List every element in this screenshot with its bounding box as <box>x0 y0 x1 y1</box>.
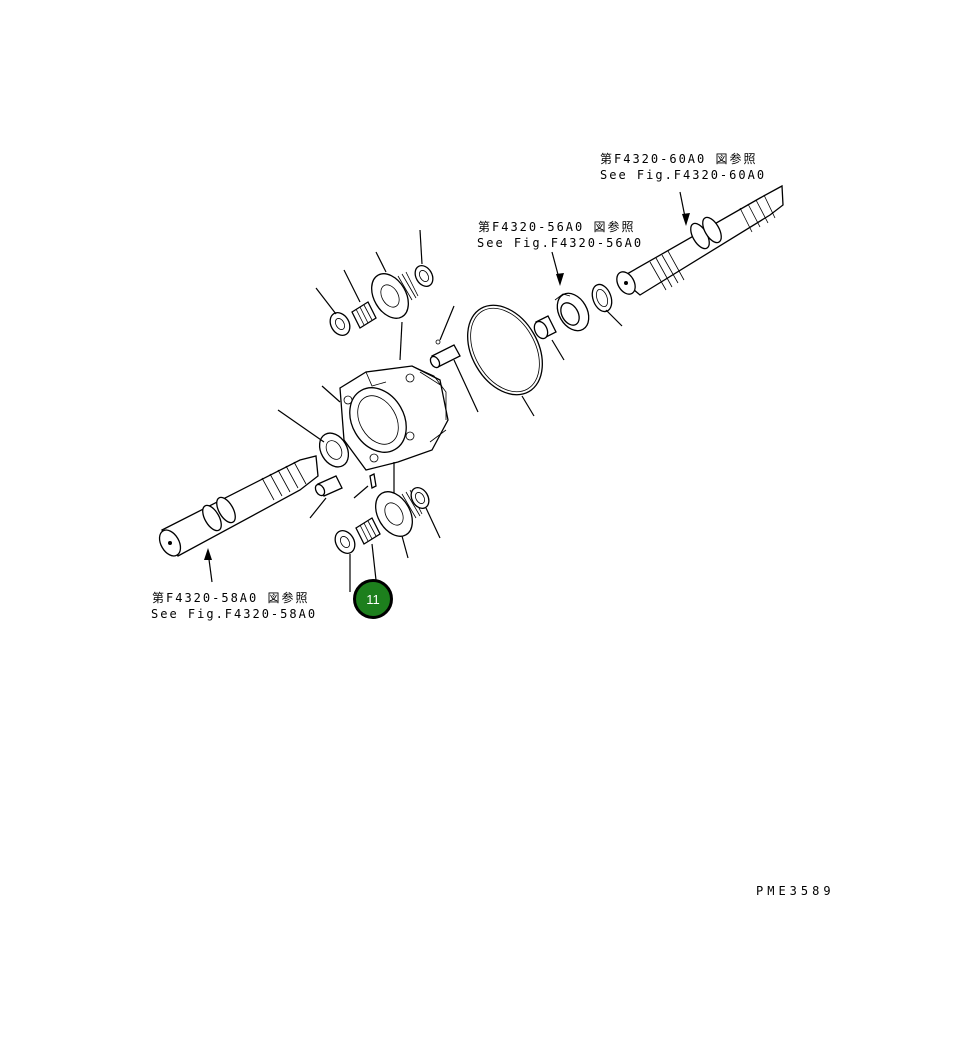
pin-upper <box>429 305 479 413</box>
lower-shaft <box>158 455 319 557</box>
carrier-housing <box>321 321 449 494</box>
ref-middle-jp: 第F4320-56A0 図参照 <box>478 220 636 234</box>
ref-upper-jp: 第F4320-60A0 図参照 <box>600 152 758 166</box>
callout-11-badge[interactable]: 11 <box>353 579 393 619</box>
pin-lower <box>309 473 377 519</box>
upper-bearing <box>554 292 590 332</box>
snap-ring <box>591 283 623 327</box>
callout-number: 11 <box>366 591 380 607</box>
bushing <box>533 315 565 361</box>
ref-middle-en: See Fig.F4320-56A0 <box>477 236 644 250</box>
ref-lower-jp: 第F4320-58A0 図参照 <box>152 591 310 605</box>
upper-gear-group <box>315 229 434 336</box>
ref-lower-en: See Fig.F4320-58A0 <box>151 607 318 621</box>
ref-upper-en: See Fig.F4320-60A0 <box>600 168 767 182</box>
upper-shaft <box>616 184 784 296</box>
drawing-code: PME3589 <box>756 884 835 898</box>
o-ring <box>467 304 543 417</box>
left-bearing <box>277 409 350 468</box>
lower-gear-group <box>334 487 441 592</box>
